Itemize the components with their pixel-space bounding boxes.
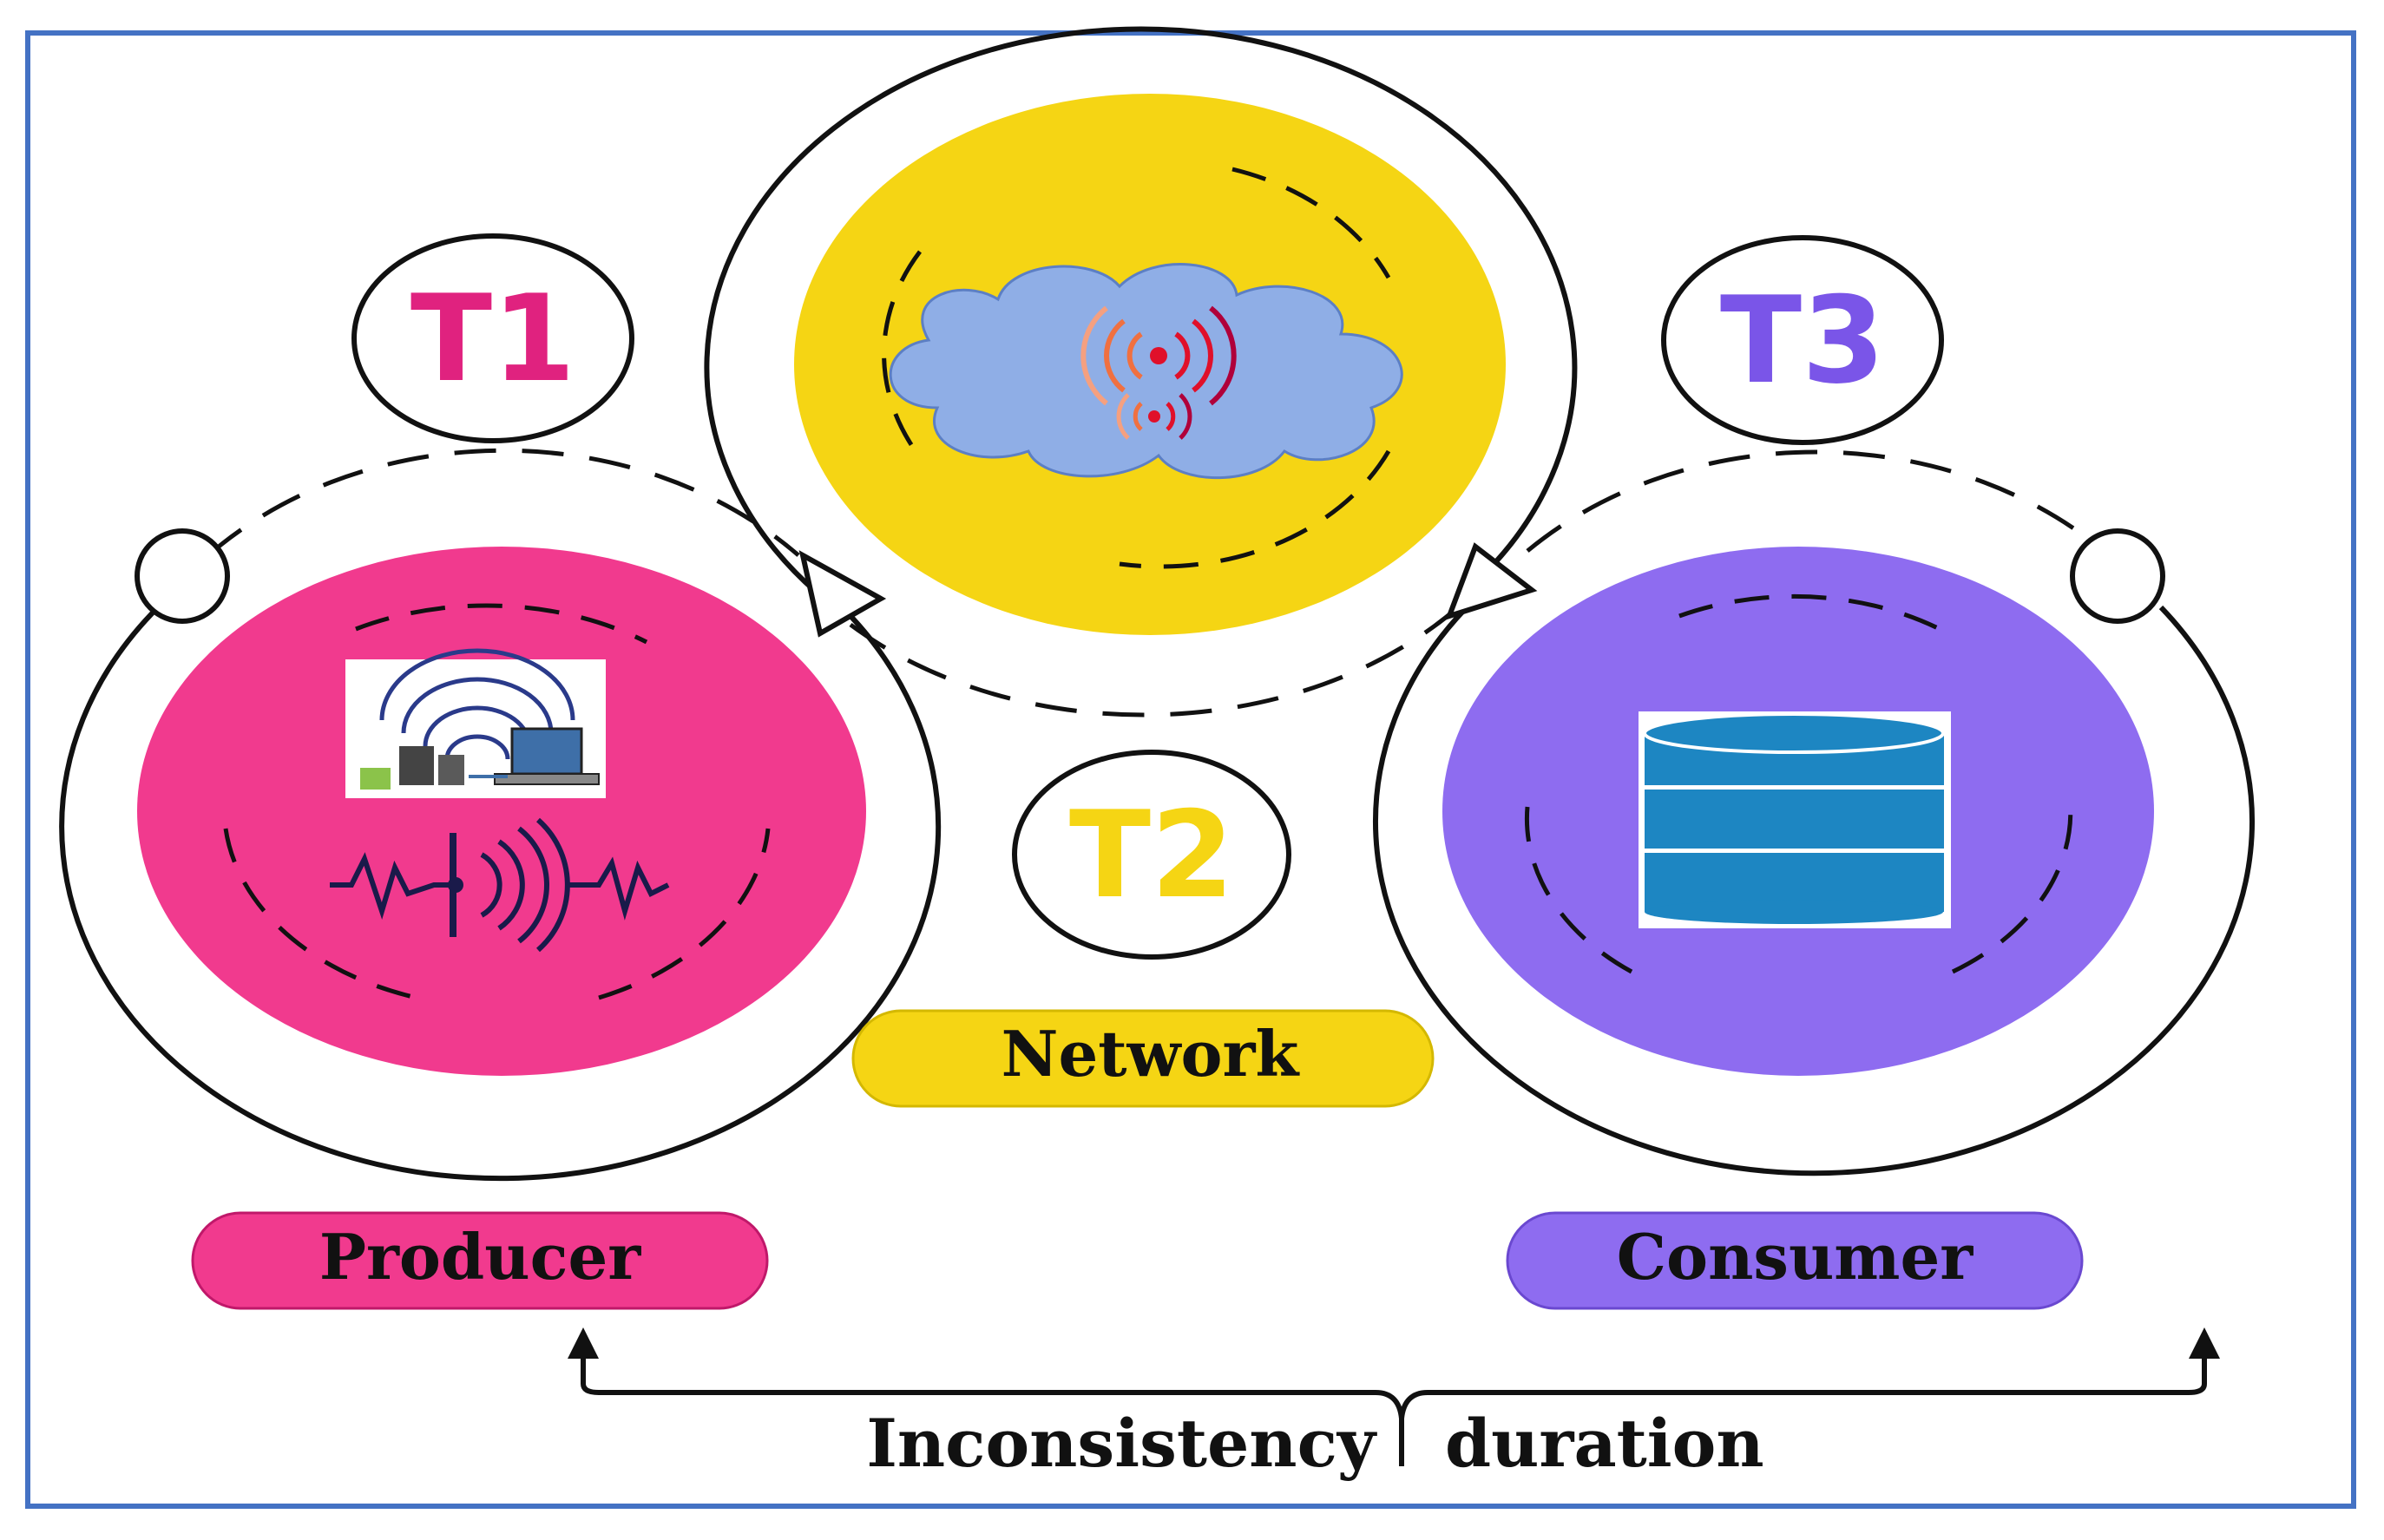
database-icon [1639,711,1951,928]
consumer-node [1373,449,2255,1176]
t1-label: T1 [410,269,575,409]
t3-badge: T3 [1661,235,1944,445]
t1-badge: T1 [351,233,634,443]
producer-disk [137,547,866,1076]
cloud-signal-icon [889,263,1403,480]
producer-orbit [59,596,942,1182]
inconsistency-label: Inconsistency [866,1405,1376,1482]
wifi-laptop-sensor-icon [345,648,606,798]
network-orbit [704,26,1578,594]
duration-label: duration [1445,1405,1764,1482]
producer-pill-label: Producer [319,1220,641,1294]
producer-handle [135,528,230,624]
network-dashed-arc [849,606,1460,718]
network-node [704,26,1578,718]
consumer-pill-label: Consumer [1617,1220,1974,1294]
producer-dashed-arc [207,448,800,557]
consumer-orbit [1373,605,2255,1176]
producer-node [59,448,942,1182]
consumer-pill: Consumer [1506,1211,2084,1310]
network-to-consumer-arrow [1445,542,1538,620]
consumer-handle [2070,528,2165,624]
network-pill: Network [851,1009,1435,1108]
t2-label: T2 [1069,785,1234,925]
t2-badge: T2 [1012,750,1291,960]
consumer-dashed-arc [1526,449,2111,557]
t3-label: T3 [1720,271,1885,410]
producer-pill: Producer [191,1211,769,1310]
producer-to-network-arrow [798,550,887,638]
sensor-waveform-icon [330,817,670,953]
inconsistency-bracket [568,1327,2220,1466]
network-pill-label: Network [1002,1017,1301,1091]
